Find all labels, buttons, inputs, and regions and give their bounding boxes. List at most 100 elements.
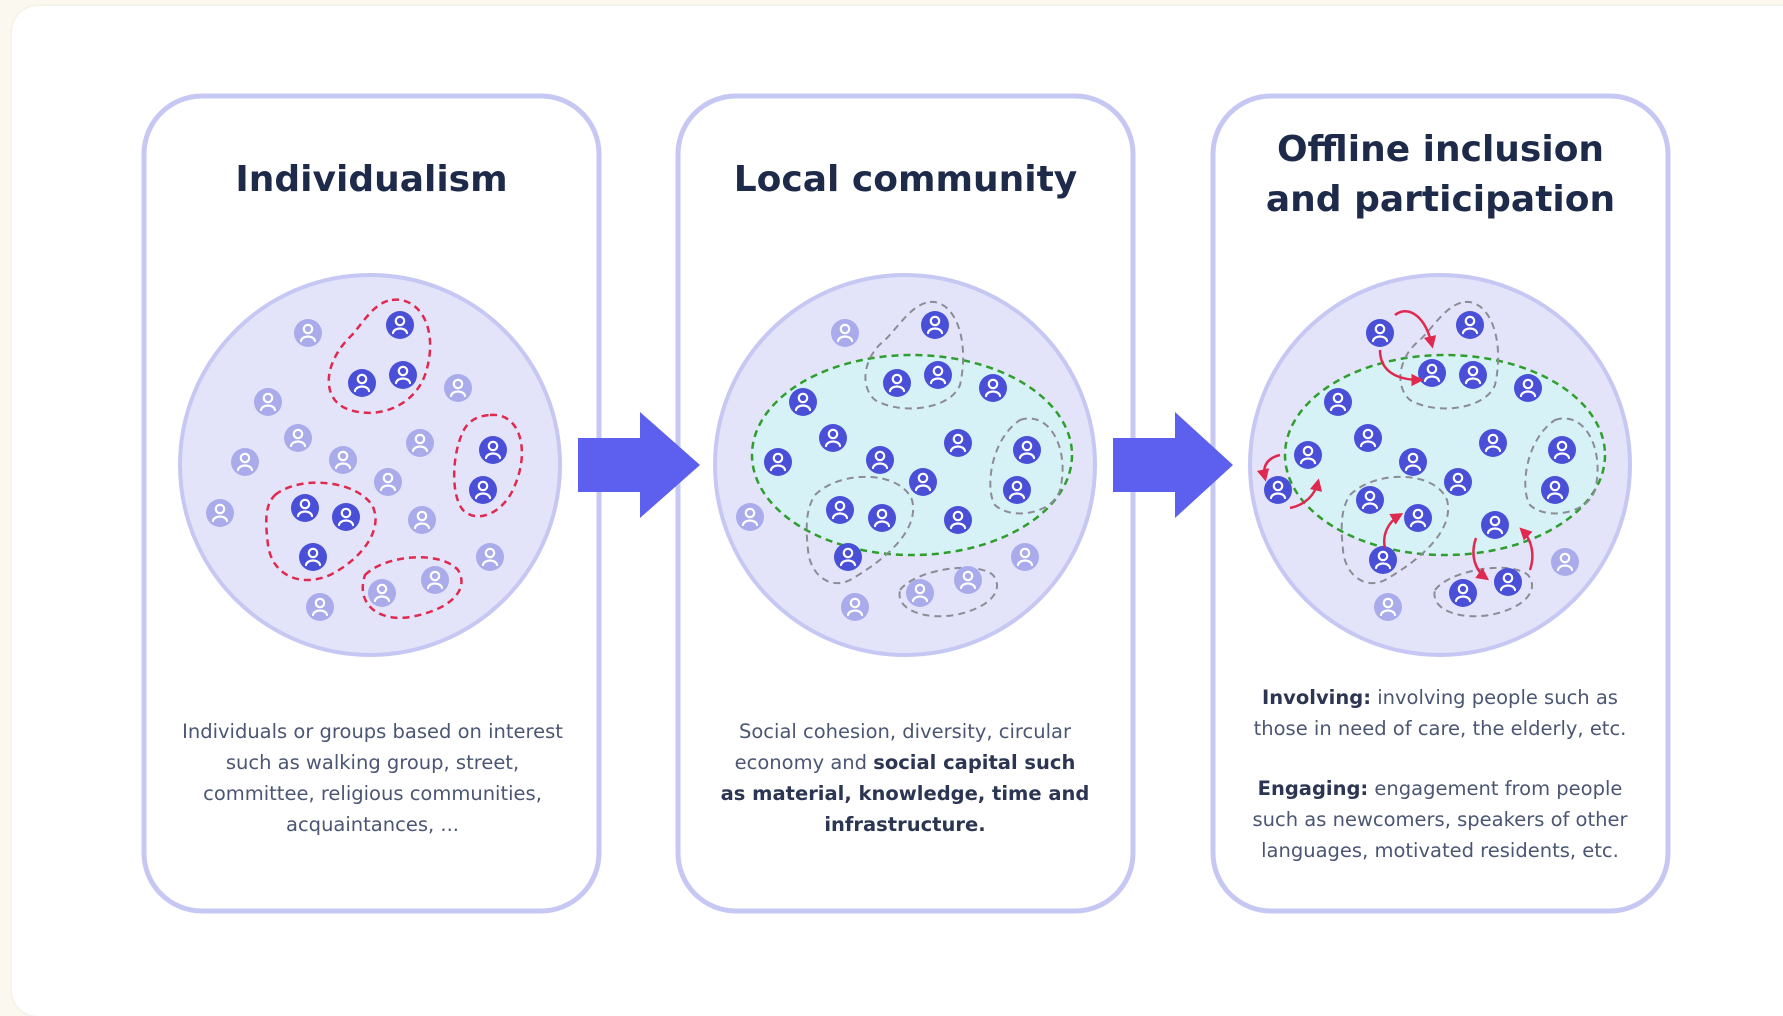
- panel-desc-individualism: Individuals or groups based on interest …: [182, 720, 563, 836]
- person-icon: [924, 361, 952, 389]
- group-outline: [864, 300, 965, 410]
- person-icon: [1366, 319, 1394, 347]
- person-icon: [1399, 448, 1427, 476]
- group-outline: [805, 475, 915, 585]
- person-icon: [1264, 476, 1292, 504]
- person-icon: [421, 566, 449, 594]
- local-community-groups: [805, 300, 1064, 618]
- person-icon: [866, 446, 894, 474]
- person-icon: [206, 499, 234, 527]
- group-outline: [1340, 475, 1450, 585]
- person-icon: [1459, 361, 1487, 389]
- group-outline: [1433, 566, 1534, 618]
- person-icon: [406, 429, 434, 457]
- person-icon: [834, 543, 862, 571]
- person-icon: [944, 506, 972, 534]
- person-icon: [1456, 311, 1484, 339]
- person-icon: [1356, 486, 1384, 514]
- bidirectional-arrow-icon: [1289, 478, 1323, 510]
- person-icon: [1541, 476, 1569, 504]
- person-icon: [1514, 374, 1542, 402]
- person-icon: [954, 566, 982, 594]
- interaction-arrows: [1256, 310, 1534, 581]
- person-icon: [826, 496, 854, 524]
- person-icon: [1494, 568, 1522, 596]
- engaging-paragraph: Engaging: engagement from people such as…: [1240, 773, 1640, 866]
- person-icon: [348, 369, 376, 397]
- title-line: Offline inclusion: [1276, 129, 1605, 170]
- group-outline: [361, 556, 463, 620]
- panel-title-local-community: Local community: [733, 159, 1078, 200]
- person-icon: [479, 436, 507, 464]
- person-icon: [831, 319, 859, 347]
- person-icon: [921, 311, 949, 339]
- person-icon: [789, 388, 817, 416]
- person-icon: [368, 579, 396, 607]
- person-icon: [1011, 543, 1039, 571]
- person-icon: [1374, 593, 1402, 621]
- person-icon: [254, 388, 282, 416]
- person-icon: [374, 468, 402, 496]
- arrow-right-icon: [578, 412, 700, 518]
- bidirectional-arrow-icon: [1256, 453, 1281, 482]
- involving-label: Involving:: [1262, 686, 1371, 709]
- person-icon: [1548, 436, 1576, 464]
- person-icon: [979, 374, 1007, 402]
- engaging-label: Engaging:: [1257, 777, 1369, 800]
- persons-layer: [206, 311, 1579, 621]
- person-icon: [231, 448, 259, 476]
- person-icon: [1551, 548, 1579, 576]
- offline-inclusion-groups: [1340, 300, 1599, 618]
- person-icon: [306, 593, 334, 621]
- person-icon: [332, 503, 360, 531]
- bidirectional-arrow-icon: [1519, 527, 1534, 571]
- person-icon: [389, 361, 417, 389]
- person-icon: [736, 503, 764, 531]
- person-icon: [1354, 424, 1382, 452]
- person-icon: [1003, 476, 1031, 504]
- person-icon: [909, 468, 937, 496]
- person-icon: [883, 369, 911, 397]
- group-outline: [1399, 300, 1500, 410]
- person-icon: [1404, 504, 1432, 532]
- bidirectional-arrow-icon: [1378, 349, 1424, 387]
- person-icon: [476, 543, 504, 571]
- person-icon: [1481, 511, 1509, 539]
- arrow-right-icon: [1113, 412, 1233, 518]
- bidirectional-arrow-icon: [1383, 513, 1404, 549]
- group-outline: [989, 417, 1064, 515]
- group-outline: [265, 481, 377, 582]
- panel-title-offline-inclusion: Offline inclusion and participation: [1213, 125, 1668, 225]
- title-line: and participation: [1265, 179, 1616, 220]
- person-icon: [1444, 468, 1472, 496]
- person-icon: [1013, 436, 1041, 464]
- person-icon: [819, 424, 847, 452]
- engaging-text: engagement from people such as newcomers…: [1252, 777, 1628, 862]
- person-icon: [291, 494, 319, 522]
- group-outline: [1524, 417, 1599, 515]
- panel-title-individualism: Individualism: [235, 159, 508, 200]
- person-icon: [1418, 359, 1446, 387]
- bidirectional-arrow-icon: [1394, 310, 1437, 349]
- person-icon: [1294, 441, 1322, 469]
- person-icon: [841, 593, 869, 621]
- person-icon: [1369, 546, 1397, 574]
- person-icon: [906, 579, 934, 607]
- person-icon: [1479, 429, 1507, 457]
- desc-bold: social capital such as material, knowled…: [720, 751, 1090, 836]
- person-icon: [294, 319, 322, 347]
- person-icon: [299, 543, 327, 571]
- individualism-circle: [178, 273, 562, 657]
- involving-paragraph: Involving: involving people such as thos…: [1240, 682, 1640, 744]
- person-icon: [764, 448, 792, 476]
- individualism-groups: [265, 298, 524, 620]
- person-icon: [284, 424, 312, 452]
- person-icon: [408, 506, 436, 534]
- person-icon: [386, 311, 414, 339]
- group-outline: [898, 566, 999, 618]
- person-icon: [469, 476, 497, 504]
- person-icon: [1324, 388, 1352, 416]
- person-icon: [944, 429, 972, 457]
- person-icon: [444, 374, 472, 402]
- person-icon: [1449, 579, 1477, 607]
